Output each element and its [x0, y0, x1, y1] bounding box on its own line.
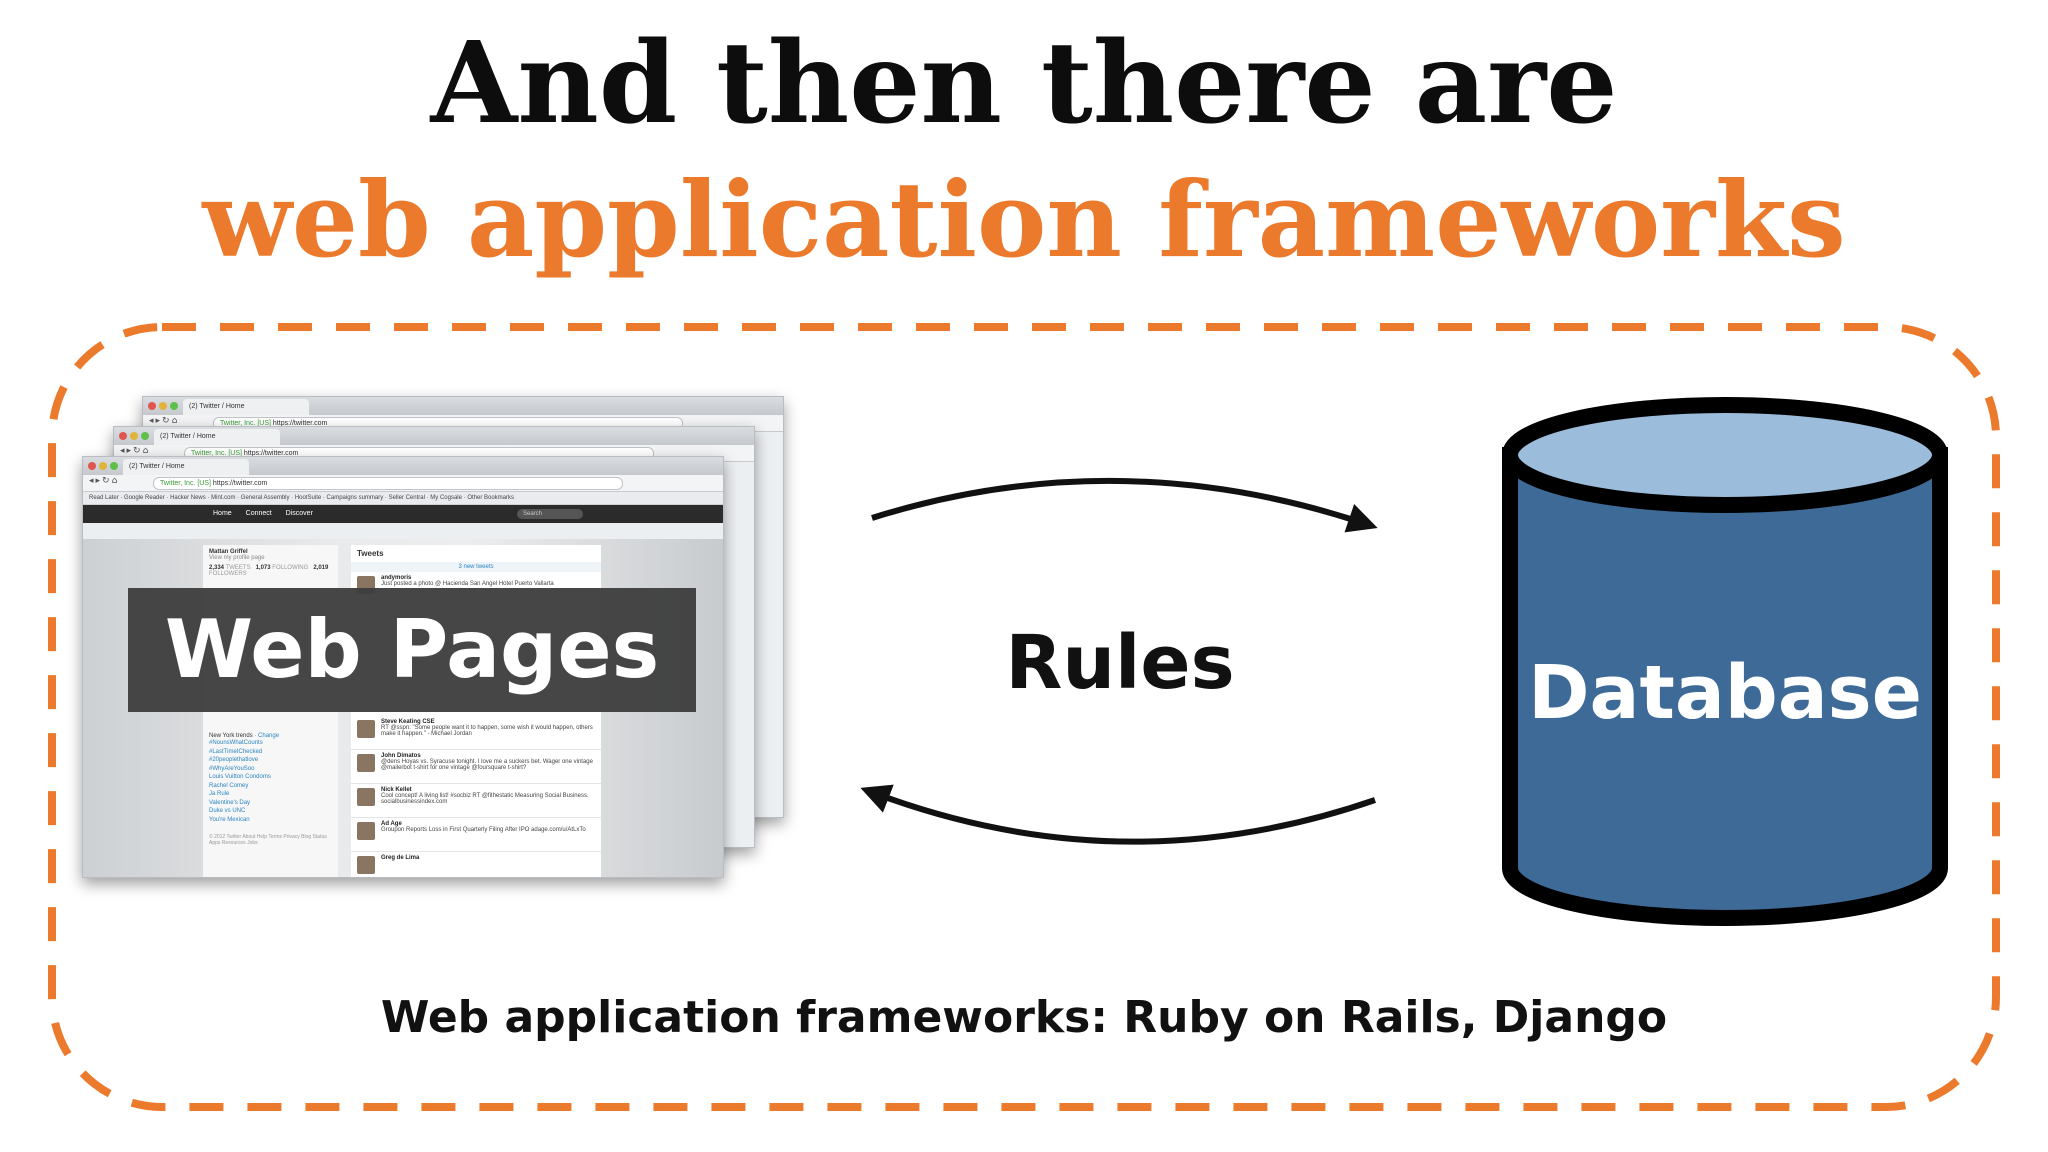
bookmark[interactable]: Read Later [89, 495, 119, 501]
ssl-site: Twitter, Inc. [US] [160, 480, 211, 487]
stat-label: FOLLOWERS [209, 571, 247, 577]
rules-label: Rules [1005, 620, 1235, 706]
trend-item[interactable]: Rachel Comey [209, 782, 249, 789]
tweet-text: RT @sspn: "Some people want it to happen… [381, 725, 593, 737]
trends-title: New York trends [209, 733, 253, 739]
stat-label: TWEETS [225, 565, 251, 571]
tweet-author[interactable]: Ad Age [381, 821, 402, 827]
browser-nav-icons[interactable]: ◂▸↻⌂ [120, 446, 151, 456]
tweet[interactable]: Greg de Lima [351, 852, 601, 877]
browser-tab[interactable]: (2) Twitter / Home [154, 429, 280, 445]
framework-dashed-border [48, 323, 2000, 1111]
trend-item[interactable]: Louis Vuitton Condoms [209, 774, 271, 780]
trend-item[interactable]: #LastTimeIChecked [209, 748, 263, 755]
tweet-author[interactable]: Greg de Lima [381, 855, 420, 861]
bookmark[interactable]: Hacker News [170, 495, 206, 501]
stat-value: 1,073 [255, 565, 271, 571]
profile-name[interactable]: Mattan Griffel [209, 549, 248, 555]
url-field[interactable]: Twitter, Inc. [US] https://twitter.com [153, 477, 623, 490]
browser-tabbar: (2) Twitter / Home [143, 397, 783, 415]
trend-item[interactable]: #NounsWhatCounts [209, 740, 263, 746]
url-text: https://twitter.com [243, 450, 299, 457]
twitter-search-input[interactable]: Search [517, 509, 583, 519]
trend-item[interactable]: You're Mexican [209, 816, 250, 823]
profile-link[interactable]: View my profile page [209, 555, 265, 561]
bookmark[interactable]: Google Reader [124, 495, 165, 501]
title-line-1: And then there are [430, 18, 1618, 149]
web-pages-label: Web Pages [128, 588, 696, 712]
tweets-header: Tweets [357, 549, 384, 558]
nav-home[interactable]: Home [213, 510, 232, 517]
browser-tabbar: (2) Twitter / Home [83, 457, 723, 475]
bookmark[interactable]: Campaigns summary [326, 495, 384, 501]
bookmark[interactable]: Mint.com [211, 495, 236, 501]
bookmark[interactable]: Seller Central [388, 495, 425, 501]
ssl-site: Twitter, Inc. [US] [220, 420, 271, 427]
trends-change[interactable]: · Change [254, 733, 280, 739]
stat-value: 2,334 [209, 565, 225, 571]
trend-item[interactable]: #WhyAreYouSoo [209, 765, 255, 772]
nav-discover[interactable]: Discover [285, 510, 313, 517]
request-arrow [871, 477, 1378, 533]
stat-label: FOLLOWING [272, 565, 309, 571]
browser-tab[interactable]: (2) Twitter / Home [183, 399, 309, 415]
trend-item[interactable]: Duke vs UNC [209, 808, 246, 814]
new-tweets-bar[interactable]: 3 new tweets [351, 562, 601, 572]
browser-urlbar: ◂▸↻⌂ Twitter, Inc. [US] https://twitter.… [83, 475, 723, 492]
nav-connect[interactable]: Connect [245, 510, 272, 517]
tweet-text: Just posted a photo @ Hacienda San Angel… [381, 581, 554, 587]
tweet-author[interactable]: John Dimatos [381, 753, 421, 759]
avatar [357, 856, 375, 874]
browser-tab[interactable]: (2) Twitter / Home [123, 459, 249, 475]
database-cylinder [1502, 397, 1948, 926]
tweet-author[interactable]: andymoris [381, 575, 412, 581]
avatar [357, 720, 375, 738]
tweet-text: Cool concept! A living list! #socbiz RT … [381, 793, 589, 805]
trends-box: New York trends · Change #NounsWhatCount… [209, 733, 332, 846]
trend-item[interactable]: Ja Rule [209, 791, 230, 797]
frameworks-caption: Web application frameworks: Ruby on Rail… [380, 992, 1668, 1043]
browser-nav-icons[interactable]: ◂▸↻⌂ [149, 416, 180, 426]
url-text: https://twitter.com [272, 420, 328, 427]
tweet-text: @dens Hoyas vs. Syracuse tonight. I love… [381, 759, 593, 771]
tweet-author[interactable]: Steve Keating CSE [381, 719, 435, 725]
avatar [357, 754, 375, 772]
bookmark[interactable]: Other Bookmarks [467, 495, 514, 501]
trend-item[interactable]: #20peoplethatlove [209, 757, 259, 763]
trend-item[interactable]: Valentine's Day [209, 799, 251, 806]
tweet-text: Groupon Reports Loss in First Quarterly … [381, 827, 586, 833]
database-label: Database [1528, 650, 1922, 736]
twitter-navbar: Home Connect Discover Search [83, 505, 723, 523]
bookmark[interactable]: HootSuite [294, 495, 322, 501]
tweet[interactable]: John Dimatos@dens Hoyas vs. Syracuse ton… [351, 750, 601, 784]
stat-value: 2,019 [313, 565, 329, 571]
url-text: https://twitter.com [212, 480, 268, 487]
ssl-site: Twitter, Inc. [US] [191, 450, 242, 457]
bookmarks-bar: Read Later · Google Reader · Hacker News… [83, 492, 723, 505]
bookmark[interactable]: My Cogsale [430, 495, 462, 501]
avatar [357, 822, 375, 840]
browser-tabbar: (2) Twitter / Home [114, 427, 754, 445]
twitter-footer: © 2012 Twitter About Help Terms Privacy … [209, 834, 327, 846]
bookmark[interactable]: General Assembly [240, 495, 290, 501]
browser-nav-icons[interactable]: ◂▸↻⌂ [89, 476, 120, 486]
title-line-2: web application frameworks [202, 158, 1846, 281]
avatar [357, 788, 375, 806]
response-arrow [860, 784, 1376, 845]
tweet-author[interactable]: Nick Kellet [381, 787, 412, 793]
